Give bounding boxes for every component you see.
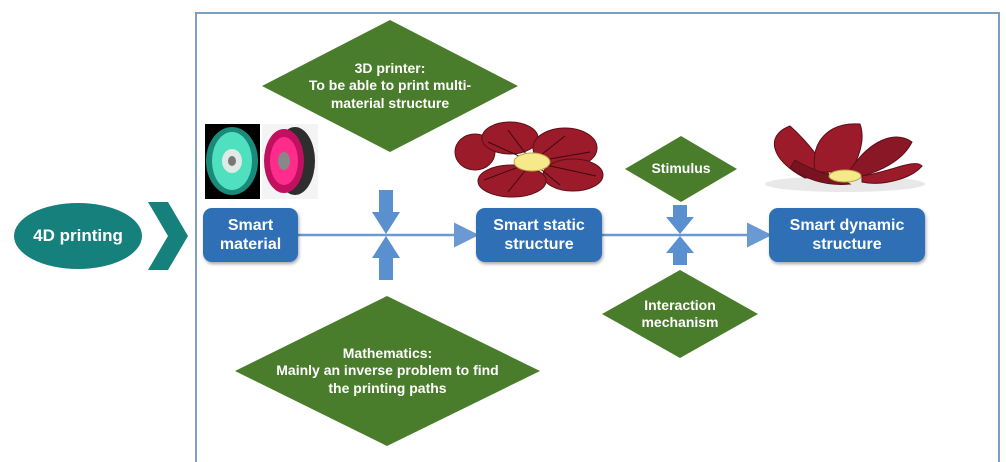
smart-static-structure-label: Smart static structure <box>493 216 585 253</box>
4d-printing-node: 4D printing <box>14 203 142 269</box>
dynamic-flower-image <box>765 123 925 192</box>
smart-material-label: Smart material <box>219 216 282 253</box>
3d-printer-label: 3D printer: To be able to print multi- m… <box>308 59 472 111</box>
static-flower-image <box>454 121 604 198</box>
3d-printer-diamond: 3D printer: To be able to print multi- m… <box>262 20 518 152</box>
stimulus-label: Stimulus <box>651 160 711 177</box>
smart-dynamic-structure-box: Smart dynamic structure <box>769 208 925 262</box>
smart-dynamic-structure-label: Smart dynamic structure <box>789 216 905 253</box>
mathematics-label: Mathematics: Mainly an inverse problem t… <box>276 344 499 396</box>
4d-printing-label: 4D printing <box>33 226 123 245</box>
smart-static-structure-box: Smart static structure <box>476 208 602 262</box>
stimulus-diamond: Stimulus <box>625 136 737 202</box>
chevron-arrow-icon <box>148 202 188 270</box>
smart-material-box: Smart material <box>203 208 298 262</box>
converge-arrows-stimulus <box>666 205 694 265</box>
converge-arrows-printer <box>372 190 400 280</box>
mathematics-diamond: Mathematics: Mainly an inverse problem t… <box>235 296 540 446</box>
interaction-mechanism-label: Interaction mechanism <box>641 296 719 331</box>
filament-spools-image <box>204 123 318 201</box>
interaction-mechanism-diamond: Interaction mechanism <box>602 270 758 358</box>
diagram-frame <box>195 12 1000 462</box>
